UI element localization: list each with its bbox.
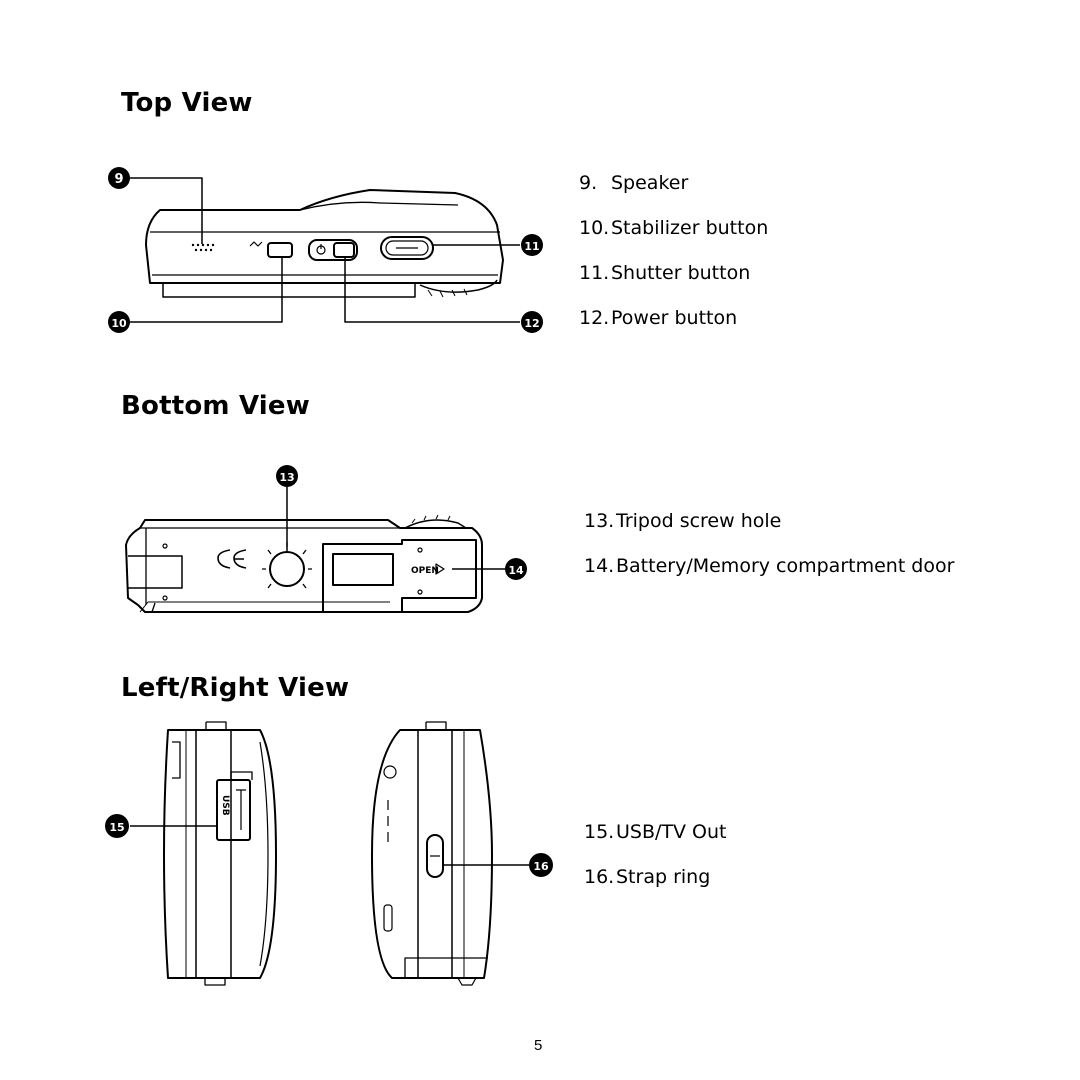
callout-15: 15 <box>105 814 129 838</box>
list-item-battery-memory-door: 14.Battery/Memory compartment door <box>584 555 954 577</box>
open-label: OPEN <box>411 566 439 576</box>
list-item-shutter-button: 11.Shutter button <box>579 262 750 284</box>
camera-bottom-view-drawing <box>125 487 505 613</box>
callout-number: 9 <box>114 172 123 187</box>
callout-number: 15 <box>109 821 124 834</box>
callout-number: 14 <box>508 564 524 577</box>
item-number: 15. <box>584 821 615 843</box>
callout-number: 10 <box>111 317 127 330</box>
usb-label: USB <box>220 795 230 816</box>
callout-9: 9 <box>108 167 130 189</box>
list-item-speaker: 9. Speaker <box>579 172 688 194</box>
item-number: 10. <box>579 217 610 239</box>
heading-top-view: Top View <box>121 88 253 118</box>
list-item-tripod-screw-hole: 13.Tripod screw hole <box>584 510 781 532</box>
callout-10: 10 <box>108 311 130 333</box>
item-number: 11. <box>579 262 610 284</box>
item-number: 9. <box>579 172 598 194</box>
callout-number: 16 <box>533 860 549 873</box>
item-label: Strap ring <box>616 866 711 888</box>
heading-bottom-view: Bottom View <box>121 391 310 421</box>
item-number: 16. <box>584 866 615 888</box>
camera-left-side-drawing <box>130 721 277 986</box>
callout-11: 11 <box>521 234 543 256</box>
item-number: 13. <box>584 510 615 532</box>
callout-13: 13 <box>276 465 298 487</box>
camera-top-view-drawing <box>130 177 520 323</box>
list-item-stabilizer-button: 10.Stabilizer button <box>579 217 768 239</box>
list-item-usb-tv-out: 15.USB/TV Out <box>584 821 727 843</box>
callout-number: 12 <box>524 317 539 330</box>
item-label: USB/TV Out <box>616 821 727 843</box>
item-label: Speaker <box>611 172 689 194</box>
item-number: 14. <box>584 555 615 577</box>
item-label: Stabilizer button <box>611 217 769 239</box>
list-item-strap-ring: 16.Strap ring <box>584 866 710 888</box>
item-number: 12. <box>579 307 610 329</box>
item-label: Battery/Memory compartment door <box>616 555 955 577</box>
page-number: 5 <box>534 1037 543 1054</box>
callout-12: 12 <box>521 311 543 333</box>
callout-number: 13 <box>279 471 294 484</box>
list-item-power-button: 12.Power button <box>579 307 737 329</box>
item-label: Shutter button <box>611 262 751 284</box>
heading-left-right-view: Left/Right View <box>121 673 350 703</box>
camera-right-side-drawing <box>371 721 529 986</box>
callout-16: 16 <box>529 853 553 877</box>
item-label: Power button <box>611 307 738 329</box>
callout-number: 11 <box>524 240 539 253</box>
item-label: Tripod screw hole <box>616 510 782 532</box>
callout-14: 14 <box>505 558 527 580</box>
